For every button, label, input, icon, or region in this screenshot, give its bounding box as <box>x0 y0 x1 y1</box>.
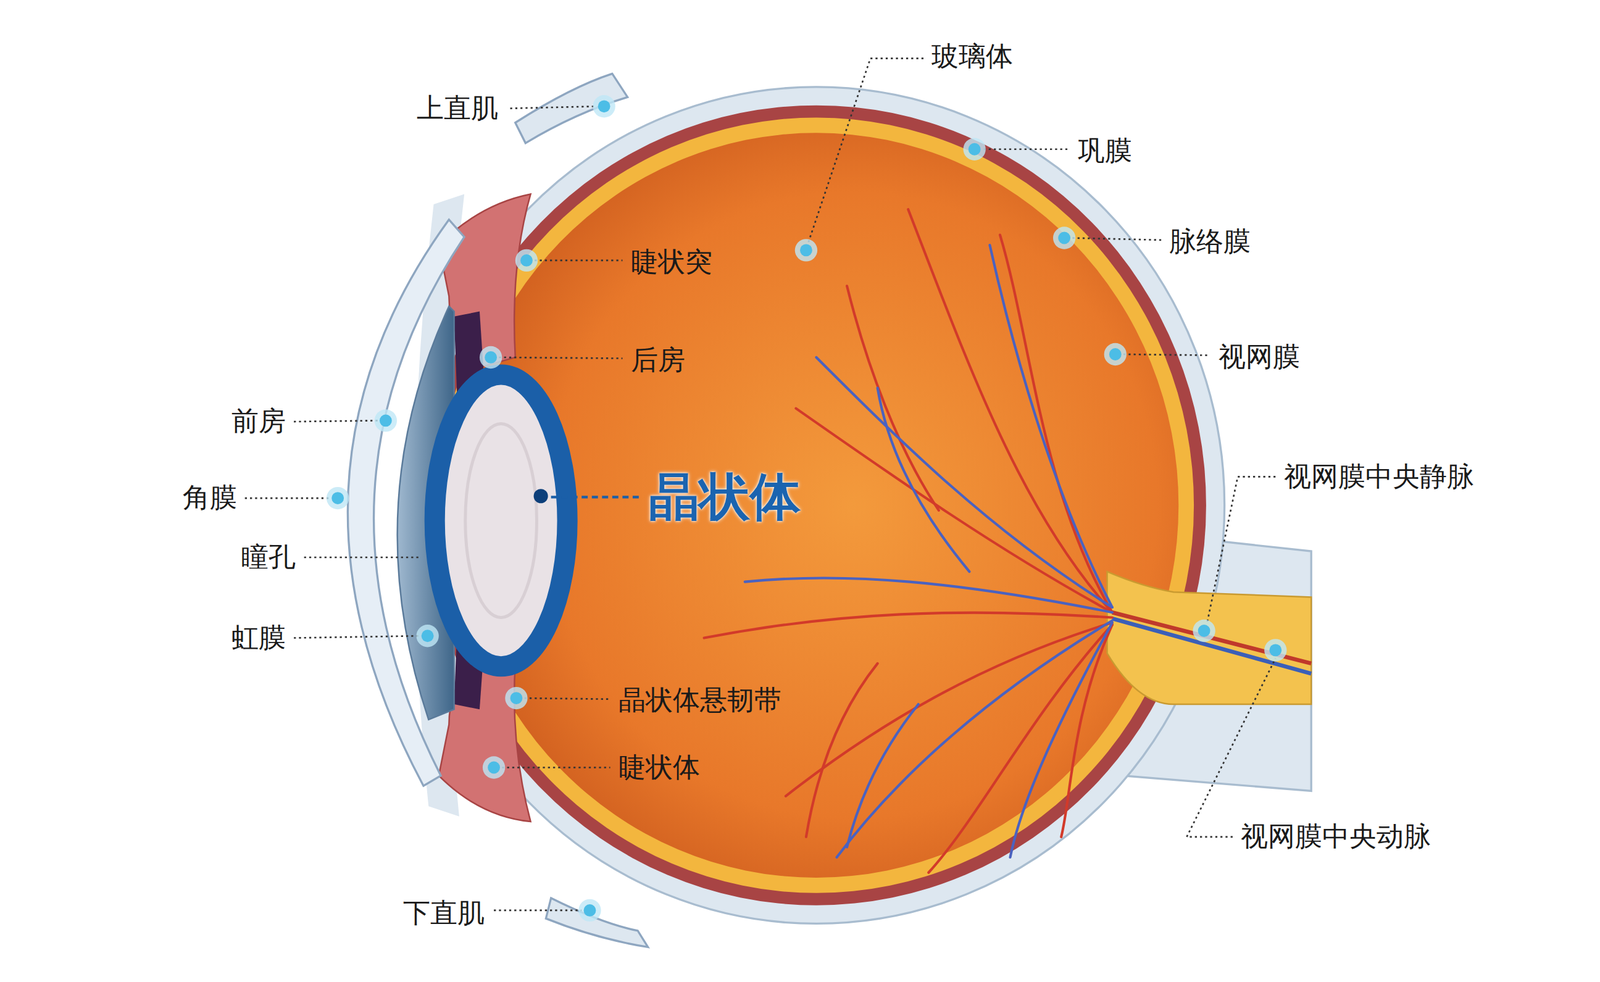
part-label: 睫状体 <box>618 751 700 784</box>
part-label: 睫状突 <box>630 245 713 279</box>
part-label: 上直肌 <box>416 91 499 125</box>
part-label: 玻璃体 <box>931 40 1013 73</box>
part-label: 视网膜中央静脉 <box>1283 460 1475 494</box>
part-label: 下直肌 <box>403 896 485 930</box>
lens <box>434 374 568 667</box>
eyeball <box>347 73 1312 947</box>
retinal-vessels <box>704 209 1113 873</box>
part-label: 虹膜 <box>231 621 286 655</box>
marker-dots <box>326 95 1288 922</box>
part-label: 巩膜 <box>1077 134 1133 168</box>
part-label: 视网膜中央动脉 <box>1240 820 1431 854</box>
leader-lines <box>245 58 1276 911</box>
part-label: 视网膜 <box>1218 340 1300 374</box>
part-label: 瞳孔 <box>241 540 296 574</box>
part-label: 后房 <box>630 343 686 377</box>
part-label: 脉络膜 <box>1169 225 1251 259</box>
part-label: 前房 <box>231 404 286 438</box>
part-label: 晶状体悬韧带 <box>618 683 782 717</box>
highlight-label: 晶状体 <box>648 466 801 528</box>
part-label: 角膜 <box>182 481 238 515</box>
